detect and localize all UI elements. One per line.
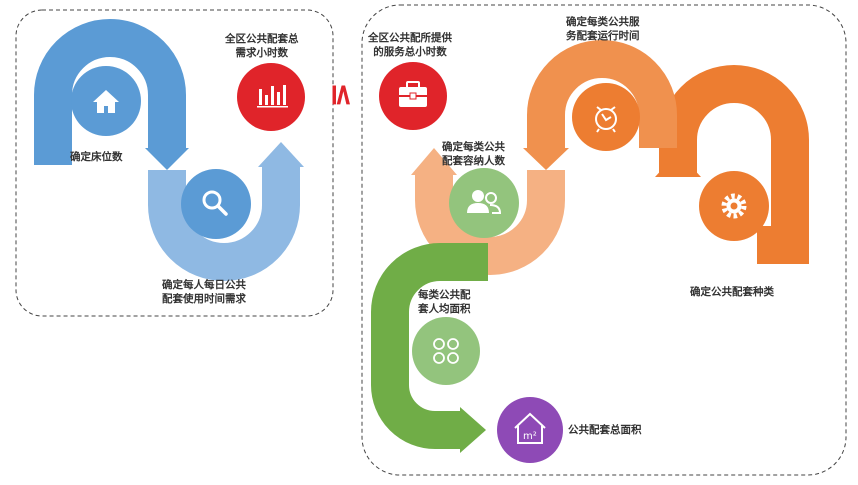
less-equal-symbol: ≤: [324, 82, 360, 108]
green-path: [371, 243, 488, 449]
orange-arc-right: [659, 65, 809, 264]
label-facility-types: 确定公共配套种类: [690, 286, 774, 298]
blue-arc-bottom: [148, 165, 300, 281]
magnifier-icon: [202, 190, 228, 216]
left-group-box: [15, 9, 334, 317]
label-daily-usage: 确定每人每日公共 配套使用时间需求: [162, 279, 246, 305]
label-capacity: 确定每类公共 配套容纳人数: [442, 141, 505, 167]
green-arrow-right: [460, 407, 486, 453]
search-circle: [181, 169, 251, 239]
house-icon: [93, 90, 119, 113]
orange-arc-top: [527, 40, 677, 150]
blue-arc-top: [34, 19, 186, 165]
orange-arrow-up: [655, 152, 701, 177]
label-area-per-person: 每类公共配 套人均面积: [418, 289, 471, 315]
clock-circle: [572, 83, 640, 151]
label-total-area: 公共配套总面积: [568, 424, 642, 436]
orange-arrow-down: [523, 148, 569, 170]
four-circles-icon: [433, 338, 459, 364]
house-m2-icon: m²: [514, 412, 546, 444]
label-bed-count: 确定床位数: [70, 151, 123, 163]
area-circle: [497, 397, 563, 463]
area-unit-text: m²: [523, 431, 537, 442]
label-total-demand: 全区公共配套总 需求小时数: [225, 33, 299, 59]
orange-arrow-up-left: [411, 148, 457, 175]
briefcase-icon: [399, 81, 427, 107]
alarm-clock-icon: [595, 106, 617, 133]
grid-circle: [412, 317, 480, 385]
people-circle: [449, 168, 519, 238]
gear-icon: [721, 193, 747, 219]
blue-arrow-up: [258, 142, 304, 167]
orange-arc-bottom: [415, 170, 565, 275]
people-icon: [467, 190, 502, 214]
label-service-hours: 全区公共配所提供 的服务总小时数: [368, 32, 452, 58]
label-operating-time: 确定每类公共服 务配套运行时间: [566, 16, 640, 42]
bar-chart-icon: [257, 85, 288, 108]
right-group-box: [361, 4, 847, 476]
blue-arrow-down: [145, 148, 189, 170]
